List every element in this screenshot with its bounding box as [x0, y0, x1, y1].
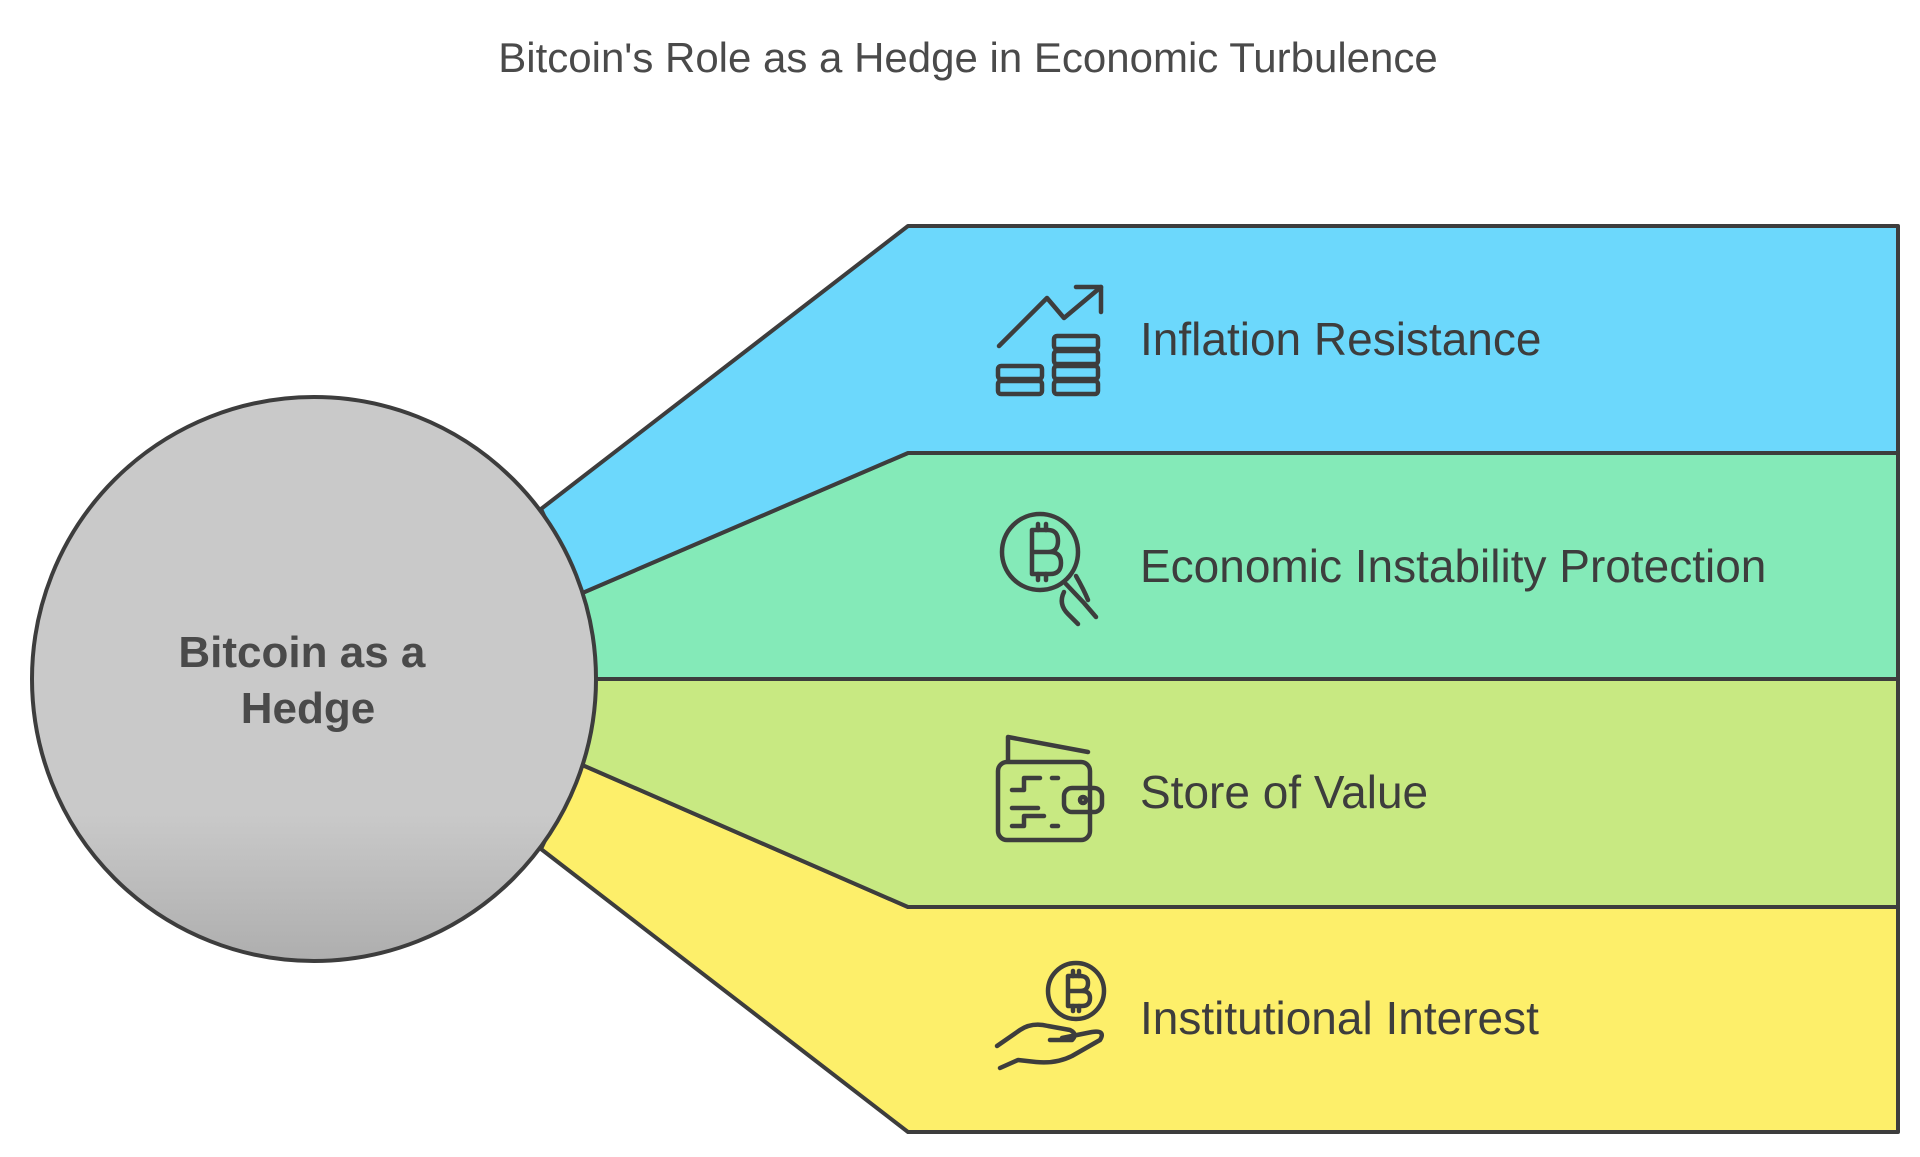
branch-label-economic-instability-protection: Economic Instability Protection — [1140, 540, 1766, 592]
diagram-title: Bitcoin's Role as a Hedge in Economic Tu… — [498, 34, 1438, 81]
hub-label: Bitcoin as a Hedge — [178, 628, 437, 733]
growth-chart-coins-icon — [995, 284, 1104, 397]
crypto-wallet-icon — [995, 734, 1105, 843]
hub-label-line-2: Hedge — [241, 684, 375, 733]
hub-label-line-1: Bitcoin as a — [178, 628, 425, 677]
bitcoin-magnifier-icon — [999, 511, 1099, 627]
branch-label-institutional-interest: Institutional Interest — [1140, 992, 1539, 1044]
branch-label-store-of-value: Store of Value — [1140, 766, 1428, 818]
branch-label-inflation-resistance: Inflation Resistance — [1140, 313, 1541, 365]
hand-bitcoin-icon — [994, 960, 1107, 1071]
hub-circle — [30, 395, 598, 963]
